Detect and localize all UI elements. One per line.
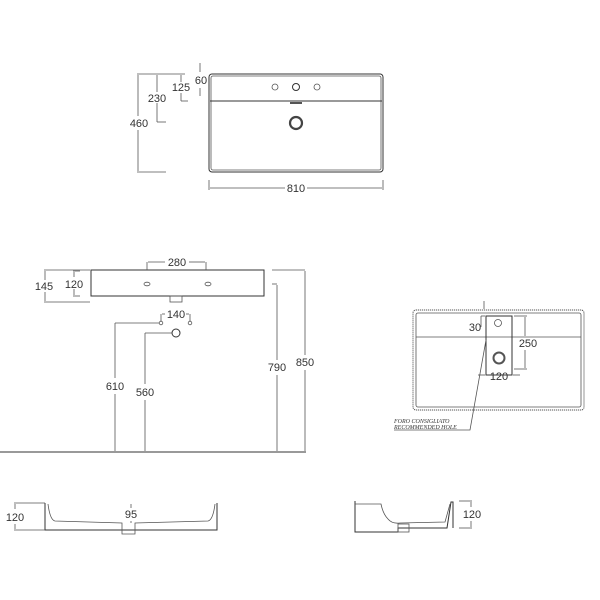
dim-60-label: 60 (195, 75, 207, 87)
dim-140-label: 140 (167, 309, 185, 321)
note-english: RECOMMENDED HOLE (393, 425, 457, 431)
dim-30-label: 30 (469, 322, 481, 334)
dim-280-label: 280 (168, 257, 186, 269)
section-front-dim-120: 120 (6, 512, 24, 524)
section-front-dim-95: 95 (125, 509, 137, 521)
tap-hole-center (292, 83, 300, 91)
dim-120-detail-label: 120 (490, 371, 508, 383)
recommended-hole-zone (485, 315, 513, 376)
overflow-slot (290, 102, 302, 104)
top-view: 810 460 230 125 60 (130, 63, 384, 195)
dim-125-label: 125 (172, 82, 190, 94)
dim-145-label: 145 (35, 281, 53, 293)
dim-120-label: 120 (65, 279, 83, 291)
basin-front-outline (90, 269, 265, 297)
dim-depth-label: 460 (130, 118, 148, 130)
tap-hole-right (313, 83, 321, 91)
dim-560-label: 560 (136, 387, 154, 399)
section-front: 120 95 (6, 502, 218, 535)
detail-view: 30 250 120 FORO CONSIGLIATO RECOMMENDED … (393, 301, 585, 431)
section-side-dim-120: 120 (463, 509, 481, 521)
tap-hole-left (271, 83, 279, 91)
drain-outlet (169, 295, 183, 303)
section-side: 120 (354, 500, 481, 533)
dim-850-label: 850 (296, 357, 314, 369)
dim-790-label: 790 (268, 362, 286, 374)
basin-outline (208, 73, 384, 173)
dim-width-label: 810 (287, 183, 305, 195)
dim-250-label: 250 (519, 338, 537, 350)
waste-outlet (171, 328, 181, 338)
drain-hole (288, 115, 304, 131)
note-italian: FORO CONSIGLIATO (393, 419, 450, 425)
dim-610-label: 610 (106, 381, 124, 393)
front-view: 280 145 120 140 610 560 (0, 257, 314, 453)
dim-230-label: 230 (148, 93, 166, 105)
